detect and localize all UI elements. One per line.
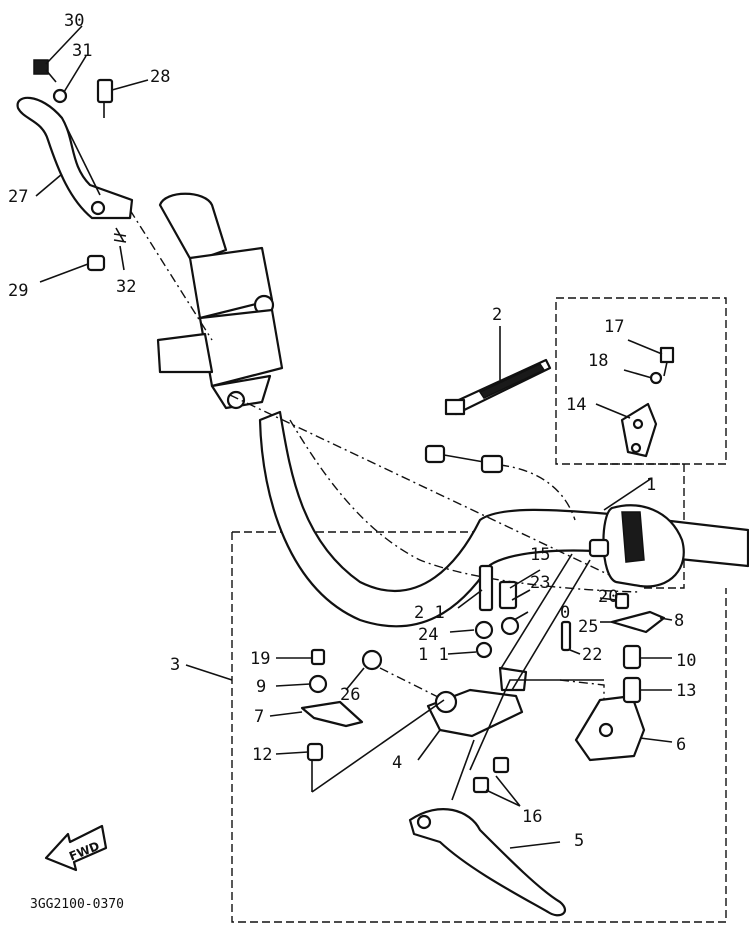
- callout-26: 26: [340, 685, 360, 705]
- spring-part-32: [113, 227, 127, 243]
- callout-28: 28: [150, 67, 170, 87]
- screw-part-20: [614, 592, 630, 610]
- screw-part-19: [310, 648, 326, 666]
- callout-23: 23: [530, 573, 550, 593]
- callout-13: 13: [676, 681, 696, 701]
- switch-cable: [424, 444, 504, 474]
- ref-line-grip: [229, 394, 621, 581]
- callout-11: 1 1: [418, 645, 449, 665]
- switch-housing-part-1: [588, 504, 685, 588]
- callout-27: 27: [8, 187, 28, 207]
- washer-part-18: [649, 371, 663, 385]
- washer-part-23: [500, 616, 520, 636]
- master-cylinder-assembly: [156, 192, 284, 410]
- ref-line-26: [379, 667, 441, 699]
- cable-tie-part-2: [444, 358, 552, 416]
- ref-line-cable: [499, 464, 576, 521]
- pivot-bolt-part-28: [96, 78, 114, 118]
- callout-labels: 30 31 28 27 29 32 2 17 18 14 1 15 23 20 …: [8, 11, 696, 851]
- washer-part-31: [52, 88, 68, 104]
- drawing-code: 3GG2100-0370: [30, 897, 124, 912]
- fwd-arrow-icon: FWD: [44, 824, 108, 872]
- switch-body-part-6: [574, 694, 646, 762]
- callout-31: 31: [72, 41, 92, 61]
- callout-19: 19: [250, 649, 270, 669]
- bushing-part-11: [475, 641, 493, 659]
- brake-lever-part-5: [408, 808, 566, 917]
- lever-assembly-box: [231, 531, 727, 923]
- washer-part-24: [474, 620, 494, 640]
- callout-5: 5: [574, 831, 584, 851]
- callout-20: 20: [598, 587, 618, 607]
- bracket-plate-part-7: [300, 700, 364, 728]
- clutch-lever-part-27: [16, 96, 134, 220]
- callout-0: 0: [560, 603, 570, 623]
- plunger-part-10: [622, 644, 642, 670]
- callout-21: 2 1: [414, 603, 445, 623]
- switch-assembly-box: [555, 297, 727, 465]
- callout-29: 29: [8, 281, 28, 301]
- bolt-part-21: [478, 564, 494, 612]
- callout-16: 16: [522, 807, 542, 827]
- pivot-part-15: [498, 580, 518, 610]
- callout-32: 32: [116, 277, 136, 297]
- callout-8: 8: [674, 611, 684, 631]
- cap-part-26: [361, 649, 383, 671]
- ref-line-left-lever: [129, 209, 213, 341]
- callout-10: 10: [676, 651, 696, 671]
- callout-1: 1: [646, 475, 656, 495]
- spring-part-13: [622, 676, 642, 704]
- ref-line-6: [559, 679, 605, 705]
- callout-22: 22: [582, 645, 602, 665]
- nut-part-16: [472, 756, 510, 794]
- callout-3: 3: [170, 655, 180, 675]
- pin-part-22: [560, 620, 572, 652]
- lever-bracket-part-4: [426, 666, 528, 738]
- callout-6: 6: [676, 735, 686, 755]
- callout-12: 12: [252, 745, 272, 765]
- screw-part-17: [659, 346, 675, 377]
- nut-part-29: [86, 254, 106, 272]
- callout-24: 24: [418, 625, 438, 645]
- callout-30: 30: [64, 11, 84, 31]
- washer-part-9: [308, 674, 328, 694]
- callout-2: 2: [492, 305, 502, 325]
- bushing-part-12: [306, 742, 324, 762]
- callout-7: 7: [254, 707, 264, 727]
- plate-part-8: [610, 610, 666, 634]
- callout-25: 25: [578, 617, 598, 637]
- switch-clamp-part-14: [620, 402, 658, 458]
- callout-17: 17: [604, 317, 624, 337]
- callout-4: 4: [392, 753, 402, 773]
- callout-9: 9: [256, 677, 266, 697]
- callout-18: 18: [588, 351, 608, 371]
- handlebar: [258, 410, 749, 628]
- bolt-part-30: [33, 59, 57, 83]
- callout-leaders: [35, 25, 673, 849]
- callout-15: 15: [530, 545, 550, 565]
- callout-14: 14: [566, 395, 586, 415]
